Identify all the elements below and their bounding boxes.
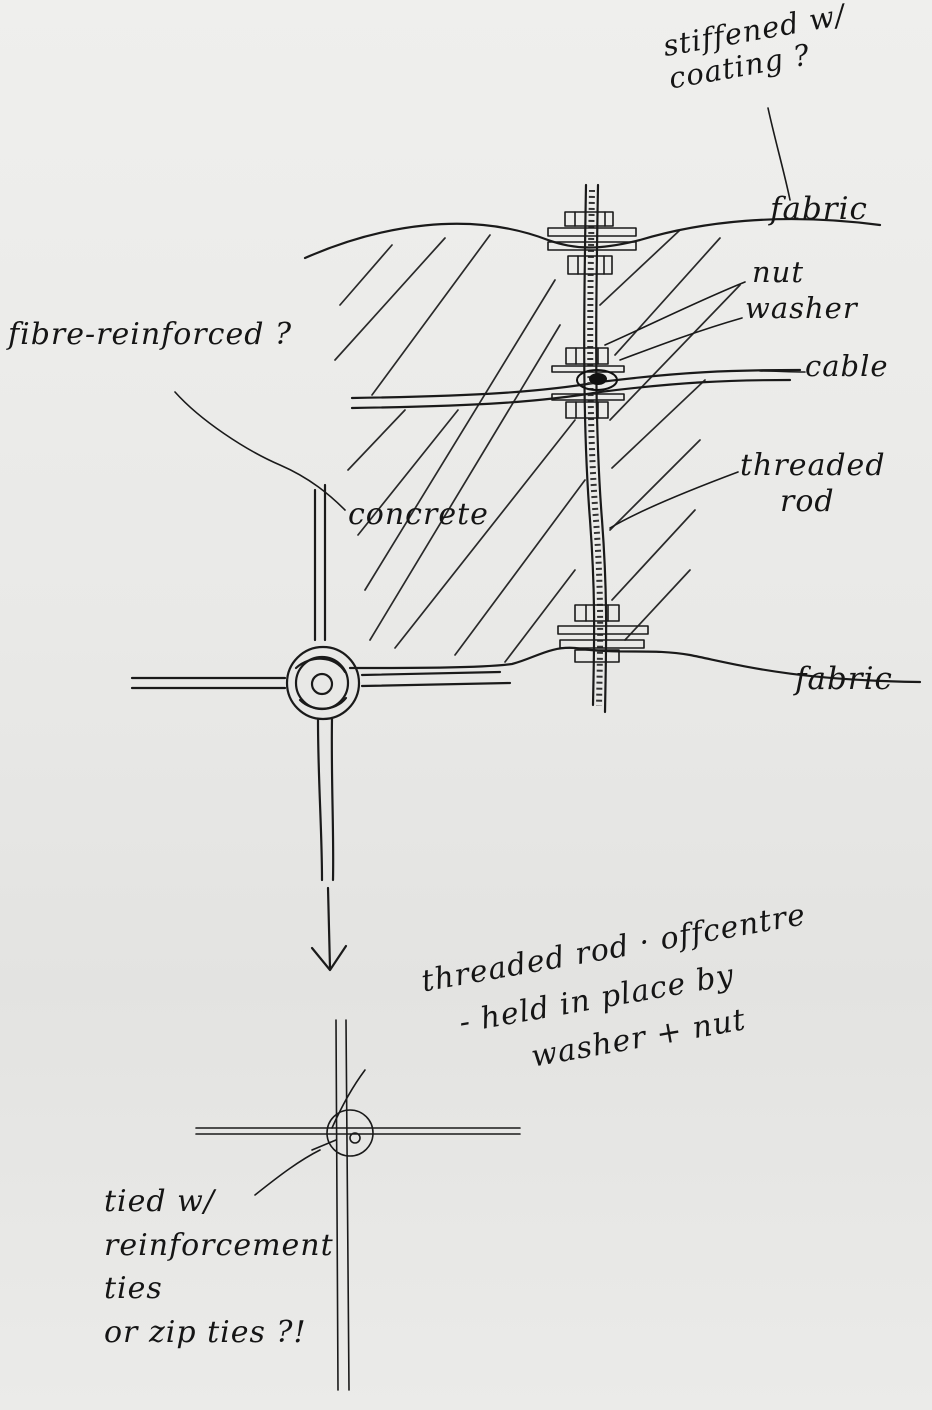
cross-joint-bottom xyxy=(195,1019,521,1391)
label-threaded-rod-line-2: rod xyxy=(780,484,835,519)
label-fabric-bottom: fabric xyxy=(795,661,893,697)
label-tied-line-3: ties xyxy=(104,1271,163,1306)
label-nut: nut xyxy=(752,255,805,289)
label-tied-line-1: tied w/ xyxy=(104,1184,215,1219)
eye-bolt-icon xyxy=(576,369,618,391)
label-threaded-rod: threaded rod xyxy=(740,448,886,520)
label-tied-line-2: reinforcement xyxy=(104,1227,334,1263)
concrete-hatching xyxy=(334,229,741,663)
label-fabric-top: fabric xyxy=(770,191,868,227)
down-arrow-icon xyxy=(310,886,348,972)
cross-joint-top xyxy=(130,483,512,882)
nut-washer-top xyxy=(547,211,637,275)
threaded-rod xyxy=(583,183,608,714)
label-tied: tied w/ reinforcement ties or zip ties ?… xyxy=(104,1180,334,1354)
label-washer: washer xyxy=(745,291,858,325)
nut-washer-bottom xyxy=(557,604,649,663)
label-fibre-reinforced: fibre-reinforced ? xyxy=(8,317,293,352)
label-threaded-rod-line-1: threaded xyxy=(740,448,886,483)
leader-lines xyxy=(174,107,806,1196)
label-concrete: concrete xyxy=(348,497,489,532)
label-cable: cable xyxy=(805,349,889,383)
label-tied-line-4: or zip ties ?! xyxy=(104,1314,307,1350)
